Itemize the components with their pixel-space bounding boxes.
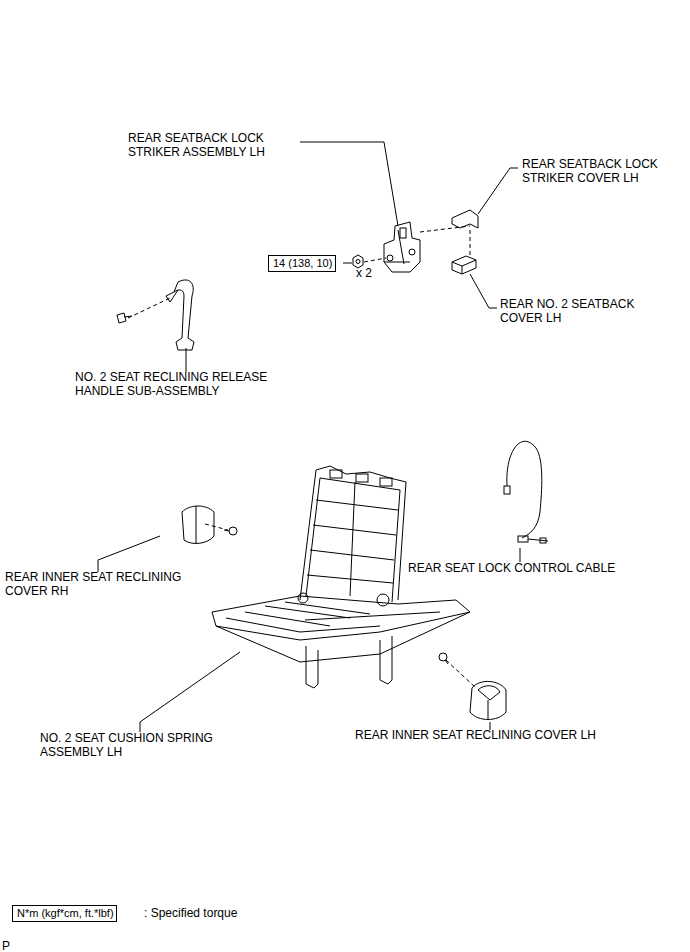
control-cable [504, 441, 548, 543]
striker-assembly [384, 222, 420, 272]
striker-cover [452, 210, 478, 228]
part-name: REAR SEATBACK LOCK STRIKER ASSEMBLY LH [128, 131, 278, 159]
seatback-cover [452, 256, 476, 274]
page-mark: P [2, 939, 10, 952]
box-text: N*m (kgf*cm, ft.*lbf) [17, 907, 112, 920]
seat-frame [212, 466, 470, 688]
nut-hole [356, 260, 360, 264]
quantity: x 2 [356, 266, 372, 280]
part-name: REAR SEAT LOCK CONTROL CABLE [408, 561, 615, 575]
part-name: REAR SEATBACK LOCK STRIKER COVER LH [522, 157, 672, 185]
recliner-cover-lh [439, 653, 506, 720]
torque-box: 14 (138, 10) [268, 255, 336, 272]
leader-lines [98, 142, 520, 732]
recliner-cover-rh [182, 506, 237, 544]
part-name: NO. 2 SEAT RECLINING RELEASE HANDLE SUB-… [75, 370, 315, 398]
legend-torque-box: N*m (kgf*cm, ft.*lbf) [12, 905, 117, 922]
part-name: REAR INNER SEAT RECLINING COVER RH [5, 570, 220, 598]
box-text: 14 (138, 10) [273, 257, 331, 270]
part-name: NO. 2 SEAT CUSHION SPRING ASSEMBLY LH [40, 731, 260, 759]
part-name: REAR NO. 2 SEATBACK COVER LH [500, 297, 650, 325]
legend-text: : Specified torque [144, 906, 237, 920]
part-name: REAR INNER SEAT RECLINING COVER LH [355, 728, 596, 742]
release-handle [117, 280, 194, 350]
assembly-lines [128, 226, 476, 688]
